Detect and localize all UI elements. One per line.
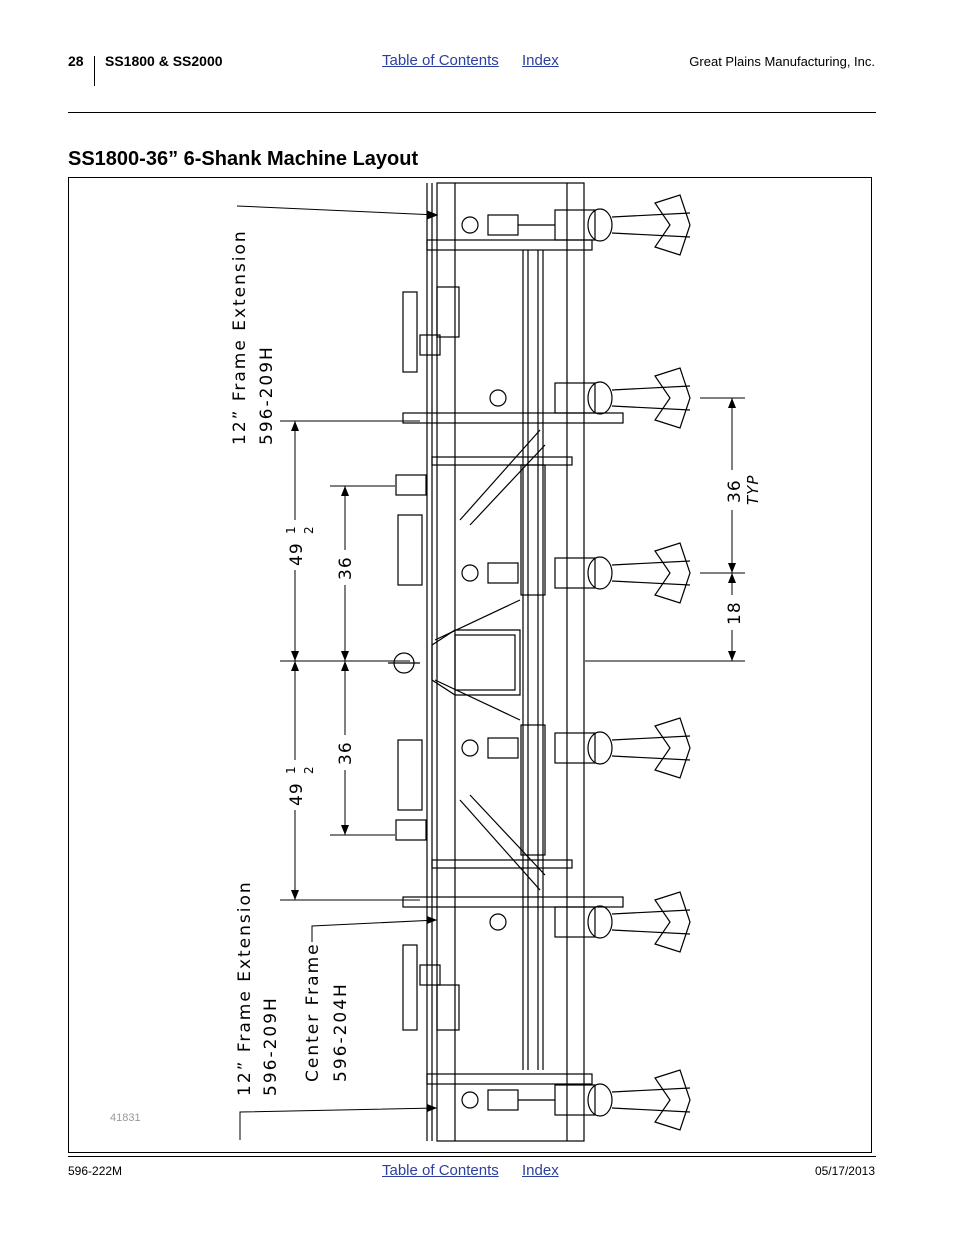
publication-date: 05/17/2013 xyxy=(814,1164,875,1178)
company-name: Great Plains Manufacturing, Inc. xyxy=(689,54,875,69)
index-link[interactable]: Index xyxy=(522,52,559,69)
dimension-36-lower: 36 xyxy=(336,741,356,765)
machine-layout-drawing: 12” Frame Extension 596-209H 12” Frame E… xyxy=(110,182,762,1142)
dimension-half-den-lower: 2 xyxy=(302,765,316,774)
dimension-typ-label: TYP xyxy=(744,475,762,505)
document-number: 596-222M xyxy=(68,1164,123,1178)
footer-index-link[interactable]: Index xyxy=(522,1162,559,1179)
figure-number: 41831 xyxy=(110,1112,141,1124)
frame-extension-top-part: 596-209H xyxy=(257,345,277,445)
model-name: SS1800 & SS2000 xyxy=(105,53,223,69)
header-divider xyxy=(94,56,95,86)
dimension-49-lower: 49 xyxy=(287,782,307,806)
dimension-half-num-lower: 1 xyxy=(284,765,298,774)
frame-extension-bottom-label: 12” Frame Extension xyxy=(235,880,255,1096)
center-frame-part: 596-204H xyxy=(331,982,351,1082)
page-title: SS1800-36” 6-Shank Machine Layout xyxy=(68,148,419,170)
dimension-half-num-upper: 1 xyxy=(284,525,298,534)
dimension-18: 18 xyxy=(725,601,745,625)
frame-extension-top-label: 12” Frame Extension xyxy=(230,229,250,445)
center-frame-label: Center Frame xyxy=(303,942,323,1082)
frame-extension-bottom-part: 596-209H xyxy=(261,996,281,1096)
header-rule xyxy=(68,112,876,113)
dimension-36-upper: 36 xyxy=(336,556,356,580)
table-of-contents-link[interactable]: Table of Contents xyxy=(382,52,499,69)
footer-table-of-contents-link[interactable]: Table of Contents xyxy=(382,1162,499,1179)
dimension-36-typ: 36 xyxy=(725,479,745,503)
dimension-half-den-upper: 2 xyxy=(302,525,316,534)
figure-frame xyxy=(68,177,872,1153)
dimension-49-upper: 49 xyxy=(287,542,307,566)
footer-rule xyxy=(68,1156,876,1157)
page-number: 28 xyxy=(68,53,84,69)
